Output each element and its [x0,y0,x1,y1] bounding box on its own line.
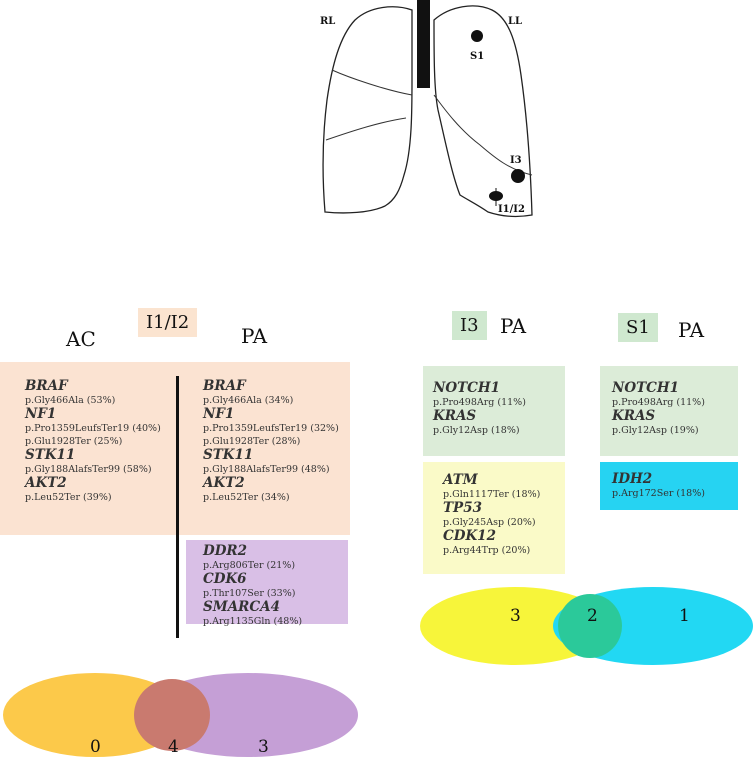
right-fissure-1 [331,69,413,96]
s1-unique-box [600,462,738,510]
mutation-detail: p.Leu52Ter (34%) [203,492,290,503]
gene-name: CDK6 [203,571,247,587]
pa-unique-box [186,540,348,624]
venn-left-overlap [134,679,210,751]
rl-label: RL [320,16,335,27]
i3-tag: I3 [452,311,487,340]
mutation-detail: p.Gly466Ala (53%) [25,395,116,406]
gene-name: BRAF [203,378,246,394]
gene-name: BRAF [25,378,68,394]
mutation-detail: p.Pro498Arg (11%) [433,397,526,408]
gene-name: NOTCH1 [433,380,501,396]
ll-label: LL [508,16,522,27]
pa-label-s1: PA [678,318,705,342]
gene-name: AKT2 [25,475,67,491]
mutation-detail: p.Arg44Trp (20%) [443,545,531,556]
venn-left-overlap-count: 4 [168,737,179,757]
mutation-detail: p.Glu1928Ter (25%) [25,436,123,447]
right-fissure-2 [325,117,407,141]
gene-name: STK11 [203,447,254,463]
gene-name: IDH2 [612,471,653,487]
mutation-detail: p.Gly188AlafsTer99 (58%) [25,464,152,475]
mutation-detail: p.Pro498Arg (11%) [612,397,705,408]
gene-name: NF1 [203,406,235,422]
mutation-detail: p.Arg172Ser (18%) [612,488,705,499]
gene-name: ATM [443,472,478,488]
gene-name: DDR2 [203,543,248,559]
ac-label: AC [66,327,96,351]
venn-right-overlap [558,594,622,658]
gene-name: SMARCA4 [203,599,280,615]
s1-nodule [471,30,483,42]
mutation-detail: p.Pro1359LeufsTer19 (32%) [203,423,339,434]
ac-pa-divider [176,376,179,638]
venn-right-overlap-count: 2 [587,606,598,626]
left-fissure [433,94,533,176]
mutation-detail: p.Gly245Asp (20%) [443,517,536,528]
s1-tag: S1 [618,313,658,342]
venn-left-ac [3,673,187,757]
gene-name: NF1 [25,406,57,422]
mutation-detail: p.Gly12Asp (19%) [612,425,699,436]
venn-right-s1-count: 1 [679,606,690,626]
left-lung [433,5,533,218]
shared-mutations-box [0,362,350,535]
s1-label: S1 [470,51,484,62]
i3-unique-box [423,462,565,574]
pa-label-i3: PA [500,314,527,338]
mutation-detail: p.Leu52Ter (39%) [25,492,112,503]
i3-shared-box [423,366,565,456]
mutation-detail: p.Gly12Asp (18%) [433,425,520,436]
gene-name: AKT2 [203,475,245,491]
gene-name: KRAS [433,408,477,424]
i1i2-tag: I1/I2 [138,308,198,337]
gene-name: CDK12 [443,528,496,544]
pa-label-left: PA [241,324,268,348]
mutation-detail: p.Arg1135Gln (48%) [203,616,303,627]
mutation-detail: p.Gly466Ala (34%) [203,395,294,406]
gene-name: KRAS [612,408,656,424]
i3-nodule [511,169,525,183]
venn-right-i3 [420,587,610,665]
venn-left-pa-count: 3 [258,737,269,757]
venn-right-i3-count: 3 [510,606,521,626]
gene-name: NOTCH1 [612,380,680,396]
mutation-detail: p.Glu1928Ter (28%) [203,436,301,447]
lung-diagram: RL LL S1 I3 I1/I2 [300,0,550,225]
trachea [417,0,430,88]
mutation-detail: p.Arg806Ter (21%) [203,560,296,571]
venn-left: 0 4 3 [0,670,360,757]
mutation-detail: p.Thr107Ser (33%) [203,588,296,599]
gene-name: TP53 [443,500,482,516]
lung-svg: RL LL S1 I3 I1/I2 [320,0,533,218]
mutation-detail: p.Gly188AlafsTer99 (48%) [203,464,330,475]
right-lung [322,6,413,214]
i1i2-label: I1/I2 [498,204,525,215]
venn-right: 3 2 1 [420,585,754,667]
venn-left-ac-count: 0 [90,737,101,757]
i3-label: I3 [510,155,522,166]
s1-shared-box [600,366,738,456]
gene-name: STK11 [25,447,76,463]
mutation-detail: p.Pro1359LeufsTer19 (40%) [25,423,161,434]
mutation-detail: p.Gln1117Ter (18%) [443,489,541,500]
